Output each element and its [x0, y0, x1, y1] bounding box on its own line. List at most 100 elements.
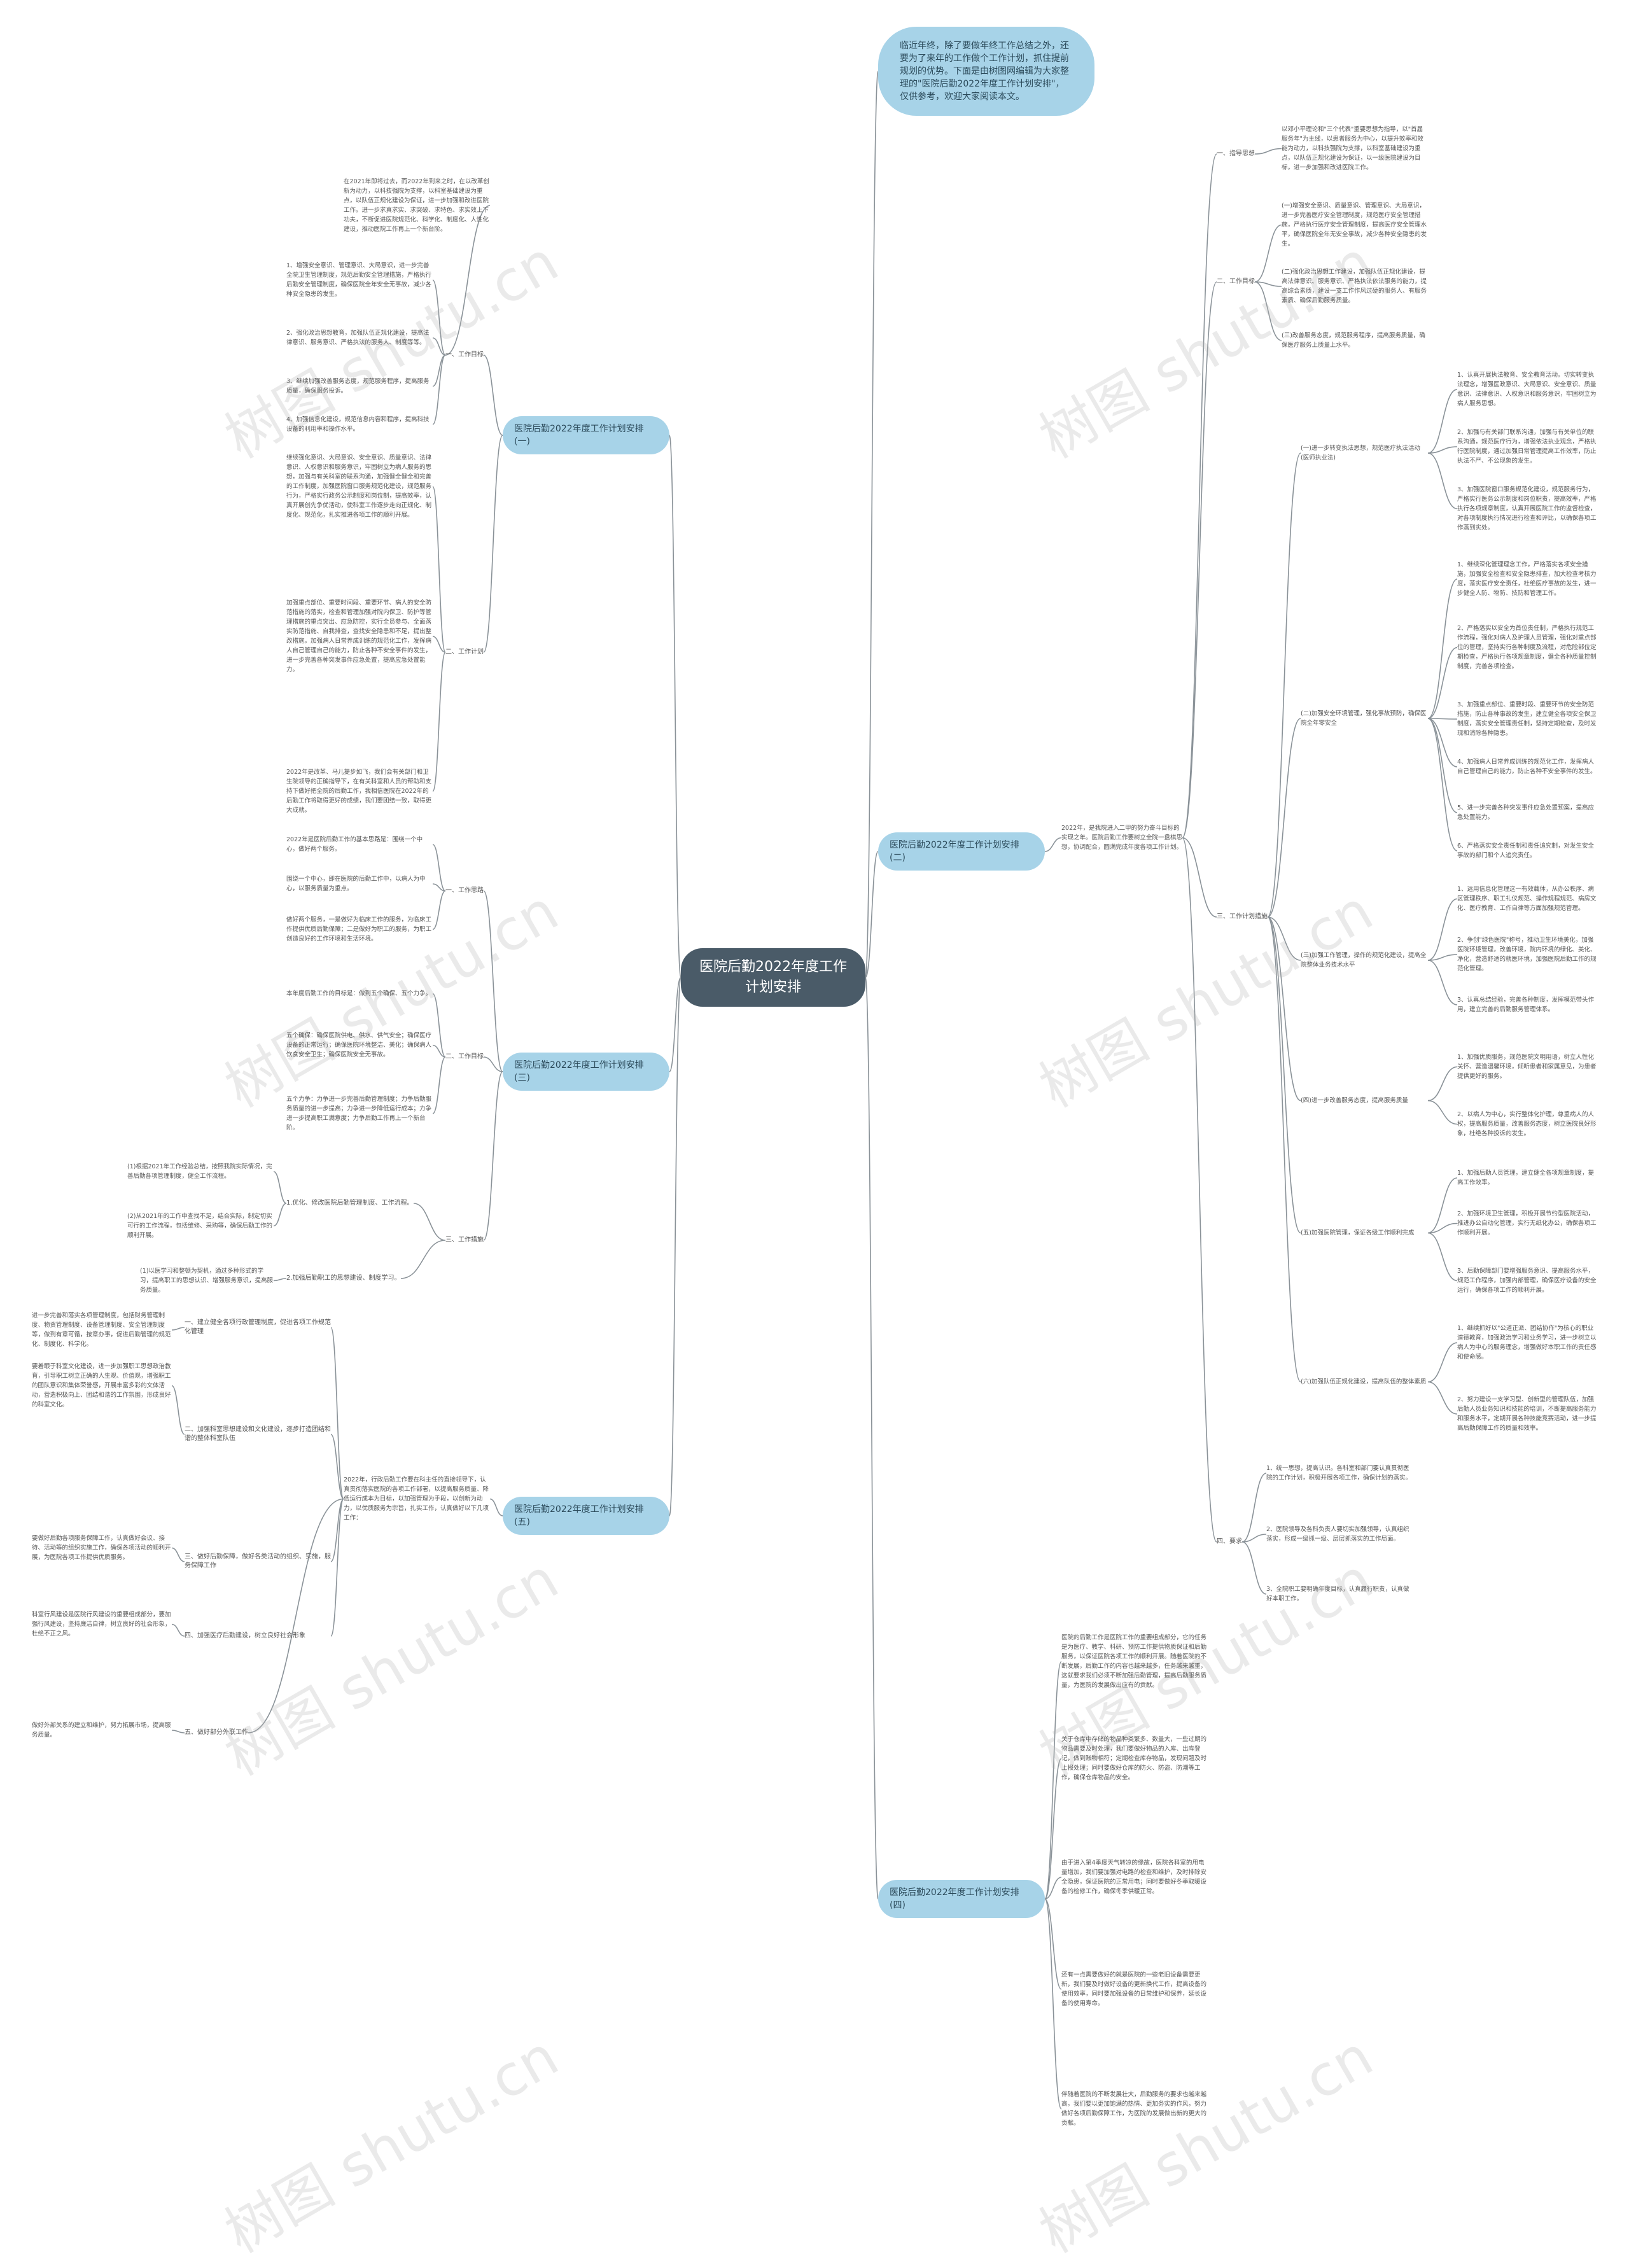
- root-topic[interactable]: 医院后勤2022年度工作计划安排: [681, 948, 865, 1007]
- b5-item-label[interactable]: 四、加强医疗后勤建设，树立良好社会形象: [185, 1632, 305, 1639]
- b2-plan-sub[interactable]: (六)加强队伍正规化建设，提高队伍的整体素质: [1301, 1378, 1427, 1385]
- b3-measures-label[interactable]: 三、工作措施: [445, 1236, 484, 1243]
- branch-1-title[interactable]: 医院后勤2022年度工作计划安排(一): [503, 416, 669, 454]
- connector-line: [489, 1498, 503, 1516]
- connector-line: [483, 1071, 503, 1241]
- b3-approach-text: 2022年是医院后勤工作的基本思路是：围绕一个中心，做好两个服务。: [286, 836, 423, 853]
- b1-plan-label[interactable]: 二、工作计划: [445, 648, 484, 655]
- branch-3-title[interactable]: 医院后勤2022年度工作计划安排(三): [503, 1053, 669, 1091]
- b2-goal-label[interactable]: 二、工作目标: [1217, 278, 1255, 285]
- b2-plan-sub[interactable]: (一)进一步转变执法思想，规范医疗执法活动(医师执业法): [1301, 445, 1420, 461]
- b2-require-text: 2、医院领导及各科负责人要切实加强领导，认真组织落实，形成一级抓一级、层层抓落实…: [1266, 1526, 1409, 1543]
- b2-require-label[interactable]: 四、要求: [1217, 1538, 1242, 1545]
- connector-line: [669, 977, 682, 1072]
- connector-line: [1044, 1898, 1062, 1990]
- b3-measure-text: (2)从2021年的工作中查找不足，结合实际，制定切实可行的工作流程，包括维修、…: [127, 1213, 273, 1239]
- b5-item-text: 科室行风建设是医院行风建设的重要组成部分，要加强行风建设，坚持廉洁自律，树立良好…: [32, 1611, 171, 1637]
- b1-goal-text: 在2021年即将过去，而2022年到来之时，在以改革创新为动力，以科技强院为支撑…: [344, 178, 489, 233]
- b2-plan-text: 2、以病人为中心，实行整体化护理，尊重病人的人权，提高服务质量，改善服务态度，树…: [1457, 1111, 1597, 1137]
- connector-line: [1044, 1898, 1062, 2110]
- b2-plan-sub[interactable]: (二)加强安全环境管理，强化事故预防，确保医院全年零安全: [1301, 710, 1427, 727]
- connector-line: [273, 1278, 287, 1282]
- b3-goal-text: 本年度后勤工作的目标是：做到五个确保、五个力争。: [286, 990, 432, 997]
- connector-line: [1427, 718, 1458, 813]
- branch-5-title[interactable]: 医院后勤2022年度工作计划安排(五): [503, 1497, 669, 1535]
- connector-line: [669, 977, 682, 1516]
- connector-line: [1254, 224, 1282, 283]
- b2-plan-sub[interactable]: (五)加强医院管理，保证各级工作顺利完成: [1301, 1229, 1415, 1236]
- b2-plan-text: 3、加强重点部位、重要时段、重要环节的安全防范措施，防止各种事故的发生，建立健全…: [1457, 701, 1597, 737]
- b3-approach-label[interactable]: 一、工作思路: [445, 887, 484, 894]
- b5-item-label[interactable]: 一、建立健全各项行政管理制度，促进各项工作规范化管理: [185, 1319, 331, 1335]
- b5-item-label[interactable]: 二、加强科室思想建设和文化建设，逐步打造团结和谐的整体科室队伍: [185, 1426, 331, 1442]
- connector-line: [1182, 837, 1217, 1543]
- connector-line: [1182, 837, 1217, 918]
- b3-measure-text: (1)以医学习和整顿为契机，通过多种形式的学习，提高职工的思想认识、增强服务意识…: [140, 1268, 274, 1294]
- b2-plan-sub[interactable]: (四)进一步改善服务态度，提高服务质量: [1301, 1097, 1408, 1104]
- connector-line: [432, 1044, 446, 1058]
- connector-line: [1427, 1232, 1458, 1282]
- connector-line: [1241, 1541, 1267, 1595]
- connector-line: [483, 354, 503, 436]
- b4-text: 医院的后勤工作是医院工作的重要组成部分，它的任务是为医疗、教学、科研、预防工作提…: [1061, 1634, 1207, 1689]
- b2-goal-text: (二)强化政治思想工作建设，加强队伍正规化建设，提高法律意识、服务意识、严格执法…: [1282, 269, 1427, 304]
- b2-plan-text: 1、加强后勤人员管理，建立健全各项规章制度，提高工作效率。: [1457, 1170, 1595, 1186]
- b2-plan-text: 3、认真总结经验，完善各种制度，发挥模范带头作用，建立完善的后勤服务管理体系。: [1457, 997, 1595, 1013]
- intro-bubble[interactable]: 临近年终，除了要做年终工作总结之外，还要为了来年的工作做个工作计划，抓住提前规划…: [878, 27, 1094, 116]
- connector-line: [1427, 452, 1458, 510]
- b5-summary: 2022年，行政后勤工作要在科主任的直接领导下，认真贯彻落实医院的各项工作部署，…: [344, 1476, 489, 1522]
- connector-line: [1241, 1534, 1267, 1543]
- connector-line: [432, 1056, 446, 1114]
- connector-line: [432, 354, 446, 387]
- connector-line: [248, 1498, 344, 1733]
- connector-line: [1254, 281, 1282, 341]
- connector-line: [330, 1434, 344, 1500]
- b2-plan-text: 1、继续深化管理理念工作，严格落实各项安全措施，加强安全检查和安全隐患排查，加大…: [1457, 561, 1597, 597]
- b2-guide-label[interactable]: 一、指导思想: [1217, 150, 1255, 157]
- connector-line: [1427, 1342, 1458, 1383]
- b1-goal-label[interactable]: 一、工作目标: [445, 351, 484, 358]
- connector-line: [483, 1056, 503, 1072]
- b2-plan-sub[interactable]: (三)加强工作管理，操作的规范化建设，提高全院整体业务技术水平: [1301, 952, 1427, 969]
- connector-line: [432, 279, 446, 356]
- b4-text: 伴随着医院的不断发展壮大，后勤服务的要求也越来越高，我们要以更加饱满的热情、更加…: [1061, 2091, 1207, 2127]
- branch-2-title[interactable]: 医院后勤2022年度工作计划安排(二): [878, 832, 1045, 871]
- connector-line: [1427, 1100, 1458, 1125]
- connector-line: [1044, 837, 1062, 852]
- b3-measure-item[interactable]: 1.优化、修改医院后勤管理制度、工作流程。: [286, 1200, 414, 1207]
- b2-plan-text: 4、加强病人日常养成训练的规范化工作，发挥病人自己管理自己的能力，防止各种不安全…: [1457, 759, 1597, 775]
- b2-guide-text: 以邓小平理论和"三个代表"重要思想为指导，以"首届服务年"为主线，以患者服务为中…: [1282, 126, 1423, 171]
- b1-plan-text: 加强重点部位、重要时间段、重要环节、病人的安全防范措施的落实，检查和管理加强对院…: [286, 599, 432, 673]
- connector-line: [432, 486, 446, 653]
- connector-line: [330, 1498, 344, 1562]
- b2-plan-label[interactable]: 三、工作计划措施: [1217, 913, 1268, 920]
- connector-line: [400, 1240, 446, 1279]
- connector-line: [432, 844, 446, 892]
- connector-line: [1427, 898, 1458, 961]
- b1-goal-text: 4、加强信息化建设，规范信息内容和程序，提高科技设备的利用率和操作水平。: [286, 416, 430, 433]
- b4-text: 关于仓库中存储的物品种类繁多、数量大，一些过期的物品需要及时处理，我们要做好物品…: [1061, 1736, 1207, 1781]
- b3-measure-item[interactable]: 2.加强后勤职工的思想建设、制度学习。: [286, 1275, 401, 1282]
- b1-goal-text: 2、强化政治思想教育，加强队伍正规化建设，提高法律意识、服务意识、严格执法的服务…: [286, 330, 430, 346]
- connector-line: [1267, 916, 1301, 1234]
- b2-plan-text: 3、后勤保障部门要增强服务意识、提高服务水平，规范工作程序，加强内部管理，确保医…: [1457, 1268, 1597, 1294]
- connector-line: [1427, 954, 1458, 961]
- b5-item-label[interactable]: 五、做好部分外联工作: [185, 1729, 248, 1736]
- connector-line: [330, 1498, 344, 1637]
- connector-line: [1427, 446, 1458, 454]
- branch-4-title[interactable]: 医院后勤2022年度工作计划安排(四): [878, 1880, 1045, 1918]
- connector-line: [1427, 647, 1458, 719]
- b3-measure-text: (1)根据2021年工作经验总结，按照我院实际情况，完善后勤各项管理制度，健全工…: [127, 1163, 272, 1180]
- connector-line: [1267, 916, 1301, 1102]
- b2-plan-text: 1、加强优质服务，规范医院文明用语，树立人性化关怀、营造温馨环境，倾听患者和家属…: [1457, 1054, 1597, 1080]
- connector-line: [432, 337, 446, 356]
- b1-goal-text: 3、继续加强改善服务态度，规范服务程序，提高服务质量，确保服务投诉。: [286, 378, 430, 395]
- connector-line: [1182, 153, 1217, 839]
- b2-goal-text: (一)增强安全意识、质量意识、管理意识、大局意识，进一步完善医疗安全管理制度，规…: [1282, 202, 1427, 248]
- connector-line: [865, 71, 879, 978]
- b5-item-label[interactable]: 三、做好后勤保障，做好各类活动的组织、实施，服务保障工作: [185, 1553, 331, 1569]
- connector-line: [171, 1385, 185, 1435]
- connector-line: [1254, 148, 1282, 155]
- b2-summary: 2022年，是我院进入二甲的努力奋斗目标的实现之年。医院后勤工作要树立全院一盘棋…: [1061, 825, 1183, 851]
- b3-goal-label[interactable]: 二、工作目标: [445, 1053, 484, 1060]
